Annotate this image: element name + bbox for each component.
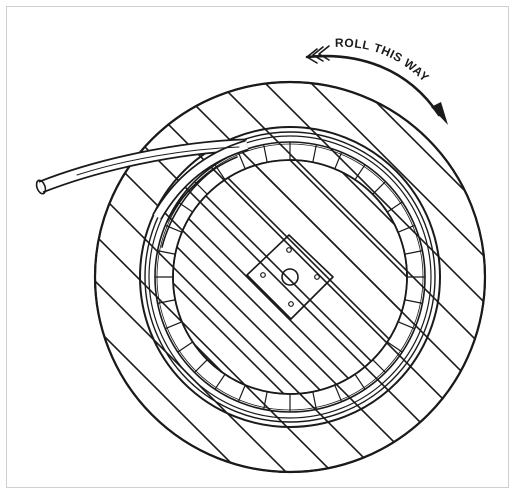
drum-block-divider — [239, 153, 245, 168]
drum-block-divider — [179, 203, 192, 212]
bolt-hole — [287, 248, 292, 253]
drum-block-divider — [159, 251, 175, 254]
figure-frame: ROLL THIS WAY — [6, 6, 509, 488]
drum-block-divider — [373, 360, 384, 371]
plank-line — [143, 7, 517, 502]
plank-line — [7, 7, 91, 502]
plank-line — [7, 7, 413, 502]
drum-block-divider — [195, 182, 206, 193]
plank-line — [177, 7, 517, 502]
hub-planks — [7, 7, 517, 502]
plank-line — [511, 7, 517, 502]
drum-block-divider — [179, 343, 192, 352]
drum-block-divider — [373, 182, 384, 193]
drum-block-divider — [166, 322, 181, 328]
drum-block-divider — [406, 251, 422, 254]
plank-line — [7, 7, 317, 502]
plank-line — [7, 7, 505, 502]
plank-line — [7, 7, 37, 502]
plank-line — [465, 7, 517, 502]
drum-block-divider — [264, 146, 267, 162]
plank-line — [7, 7, 237, 502]
plank-line — [337, 7, 517, 502]
bolt-hole — [261, 273, 266, 278]
plank-line — [373, 7, 517, 502]
plank-line — [7, 7, 367, 502]
plank-line — [235, 7, 517, 502]
plank-line — [217, 7, 517, 502]
plank-line — [7, 7, 321, 502]
axle-hole — [282, 269, 298, 285]
drum-core — [155, 142, 425, 412]
drum-block-divider — [313, 146, 316, 162]
plank-line — [7, 7, 157, 502]
drum-block-divider — [356, 375, 365, 388]
plank-line — [189, 7, 517, 502]
bolt-hole — [315, 275, 320, 280]
plank-line — [417, 7, 517, 502]
roll-direction-label: ROLL THIS WAY — [335, 36, 432, 85]
flange-planks — [7, 7, 517, 502]
wound-cable — [140, 127, 440, 427]
drum-block-divider — [313, 393, 316, 409]
plank-line — [7, 7, 117, 502]
plank-line — [7, 7, 397, 502]
drum-block-divider — [406, 300, 422, 303]
cable-reel-drawing: ROLL THIS WAY — [7, 7, 517, 502]
roll-direction-text: ROLL THIS WAY — [335, 36, 432, 85]
plank-line — [377, 7, 517, 502]
plank-line — [7, 7, 197, 502]
plank-line — [17, 7, 517, 502]
plank-line — [7, 7, 137, 502]
plank-line — [7, 7, 45, 502]
drum-block-divider — [195, 360, 206, 371]
plank-line — [497, 7, 517, 502]
reel-flange — [7, 7, 517, 502]
drum-block-divider — [399, 322, 414, 328]
plank-line — [457, 7, 517, 502]
bolt-hole — [289, 302, 294, 307]
plank-line — [7, 7, 437, 502]
plank-line — [137, 7, 517, 502]
drum-block-divider — [216, 375, 225, 388]
drum-block-dividers — [156, 143, 424, 411]
plank-line — [7, 7, 77, 502]
drum-block-divider — [239, 386, 245, 401]
